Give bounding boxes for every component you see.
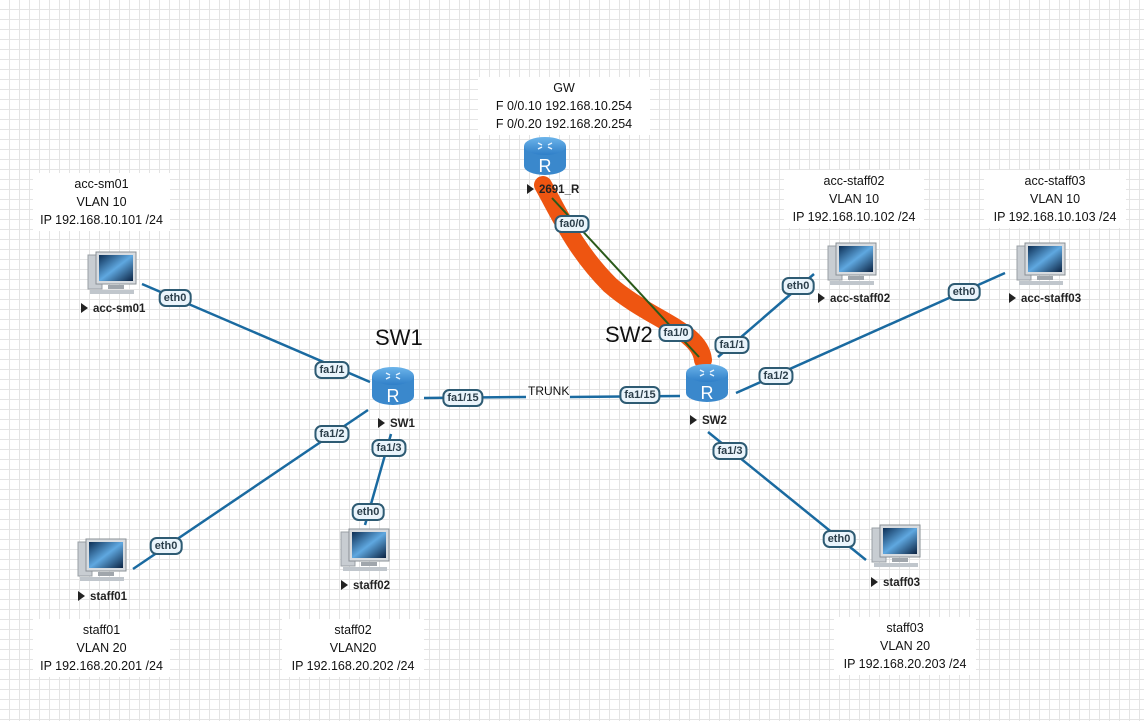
desktop-pc-icon bbox=[1016, 242, 1066, 285]
expand-triangle-icon bbox=[341, 580, 348, 590]
svg-text:R: R bbox=[387, 386, 400, 406]
acc-staff02-info-box: acc-staff02 VLAN 10 IP 192.168.10.102 /2… bbox=[784, 170, 924, 228]
staff03-info-box: staff03 VLAN 20 IP 192.168.20.203 /24 bbox=[834, 617, 976, 675]
desktop-pc-icon bbox=[77, 538, 127, 581]
port-label-staff03-eth0[interactable]: eth0 bbox=[822, 530, 856, 548]
host-info-line: staff01 bbox=[82, 623, 121, 637]
port-label-sw2-fa1-1[interactable]: fa1/1 bbox=[714, 336, 750, 354]
desktop-pc-icon bbox=[871, 524, 921, 567]
gw-info-line: F 0/0.20 192.168.20.254 bbox=[495, 117, 633, 131]
sw2-switch[interactable]: R bbox=[683, 361, 731, 410]
host-info-line: acc-sm01 bbox=[74, 177, 129, 191]
staff02-info-box: staff02 VLAN20 IP 192.168.20.202 /24 bbox=[282, 619, 424, 677]
sw1-title: SW1 bbox=[375, 325, 423, 350]
port-label-sw1-fa1-15[interactable]: fa1/15 bbox=[442, 389, 484, 407]
host-info-line: IP 192.168.10.102 /24 bbox=[792, 210, 916, 224]
expand-triangle-icon bbox=[1009, 293, 1016, 303]
acc-staff03-device-label[interactable]: acc-staff03 bbox=[1009, 293, 1081, 305]
port-label-acc-staff02-eth0[interactable]: eth0 bbox=[781, 277, 815, 295]
acc-staff02-device-label[interactable]: acc-staff02 bbox=[818, 293, 890, 305]
host-info-line: IP 192.168.10.103 /24 bbox=[993, 210, 1117, 224]
sw2-device-label[interactable]: SW2 bbox=[690, 415, 727, 427]
sw2-title: SW2 bbox=[605, 322, 653, 347]
staff03-host[interactable] bbox=[868, 522, 924, 575]
sw1-switch[interactable]: R bbox=[369, 364, 417, 413]
expand-triangle-icon bbox=[818, 293, 825, 303]
port-label-sw2-fa1-2[interactable]: fa1/2 bbox=[758, 367, 794, 385]
host-info-line: VLAN 10 bbox=[1029, 192, 1081, 206]
acc-sm01-device-label[interactable]: acc-sm01 bbox=[81, 303, 145, 315]
port-label-sw1-fa1-2[interactable]: fa1/2 bbox=[314, 425, 350, 443]
port-label-staff02-eth0[interactable]: eth0 bbox=[351, 503, 385, 521]
host-info-line: staff02 bbox=[334, 623, 372, 637]
trunk-label: TRUNK bbox=[528, 384, 570, 398]
gw-info-line: F 0/0.10 192.168.10.254 bbox=[495, 99, 633, 113]
port-label-acc-sm01-eth0[interactable]: eth0 bbox=[158, 289, 192, 307]
gw-info-box: GW F 0/0.10 192.168.10.254 F 0/0.20 192.… bbox=[478, 77, 650, 135]
host-info-line: staff03 bbox=[886, 621, 924, 635]
staff01-info-box: staff01 VLAN 20 IP 192.168.20.201 /24 bbox=[33, 619, 170, 677]
gw-info-line: GW bbox=[553, 81, 575, 95]
staff01-device-label[interactable]: staff01 bbox=[78, 591, 127, 603]
port-label-acc-staff03-eth0[interactable]: eth0 bbox=[947, 283, 981, 301]
staff03-device-label[interactable]: staff03 bbox=[871, 577, 920, 589]
desktop-pc-icon bbox=[827, 242, 877, 285]
host-info-line: VLAN 10 bbox=[828, 192, 880, 206]
host-info-line: IP 192.168.20.203 /24 bbox=[843, 657, 967, 671]
expand-triangle-icon bbox=[690, 415, 697, 425]
host-info-line: IP 192.168.10.101 /24 bbox=[40, 213, 163, 227]
host-info-line: IP 192.168.20.202 /24 bbox=[291, 659, 415, 673]
host-info-line: VLAN 10 bbox=[76, 195, 127, 209]
svg-text:R: R bbox=[539, 156, 552, 176]
staff02-host[interactable] bbox=[337, 526, 393, 579]
acc-staff02-host[interactable] bbox=[824, 240, 880, 293]
expand-triangle-icon bbox=[78, 591, 85, 601]
port-label-sw1-fa1-1[interactable]: fa1/1 bbox=[314, 361, 350, 379]
host-info-line: acc-staff03 bbox=[1024, 174, 1086, 188]
router-icon: R bbox=[686, 364, 728, 403]
expand-triangle-icon bbox=[81, 303, 88, 313]
staff02-device-label[interactable]: staff02 bbox=[341, 580, 390, 592]
port-label-gw-fa0-0[interactable]: fa0/0 bbox=[554, 215, 590, 233]
staff01-host[interactable] bbox=[74, 536, 130, 589]
expand-triangle-icon bbox=[527, 184, 534, 194]
host-info-line: IP 192.168.20.201 /24 bbox=[40, 659, 163, 673]
expand-triangle-icon bbox=[378, 418, 385, 428]
sw1-device-label[interactable]: SW1 bbox=[378, 418, 415, 430]
gw-router[interactable]: R bbox=[521, 134, 569, 183]
port-label-sw2-fa1-3[interactable]: fa1/3 bbox=[712, 442, 748, 460]
port-label-staff01-eth0[interactable]: eth0 bbox=[149, 537, 183, 555]
desktop-pc-icon bbox=[340, 528, 390, 571]
svg-text:R: R bbox=[701, 383, 714, 403]
port-label-sw1-fa1-3[interactable]: fa1/3 bbox=[371, 439, 407, 457]
host-info-line: VLAN 20 bbox=[879, 639, 931, 653]
acc-sm01-host[interactable] bbox=[84, 249, 140, 302]
acc-staff03-host[interactable] bbox=[1013, 240, 1069, 293]
gw-device-label[interactable]: 2691_R bbox=[527, 184, 579, 196]
acc-sm01-info-box: acc-sm01 VLAN 10 IP 192.168.10.101 /24 bbox=[33, 173, 170, 231]
host-info-line: acc-staff02 bbox=[823, 174, 885, 188]
expand-triangle-icon bbox=[871, 577, 878, 587]
acc-staff03-info-box: acc-staff03 VLAN 10 IP 192.168.10.103 /2… bbox=[984, 170, 1126, 228]
host-info-line: VLAN20 bbox=[329, 641, 377, 655]
host-info-line: VLAN 20 bbox=[76, 641, 127, 655]
desktop-pc-icon bbox=[87, 251, 137, 294]
port-label-sw2-fa1-15[interactable]: fa1/15 bbox=[619, 386, 661, 404]
router-icon: R bbox=[524, 137, 566, 176]
port-label-sw2-fa1-0[interactable]: fa1/0 bbox=[658, 324, 694, 342]
router-icon: R bbox=[372, 367, 414, 406]
